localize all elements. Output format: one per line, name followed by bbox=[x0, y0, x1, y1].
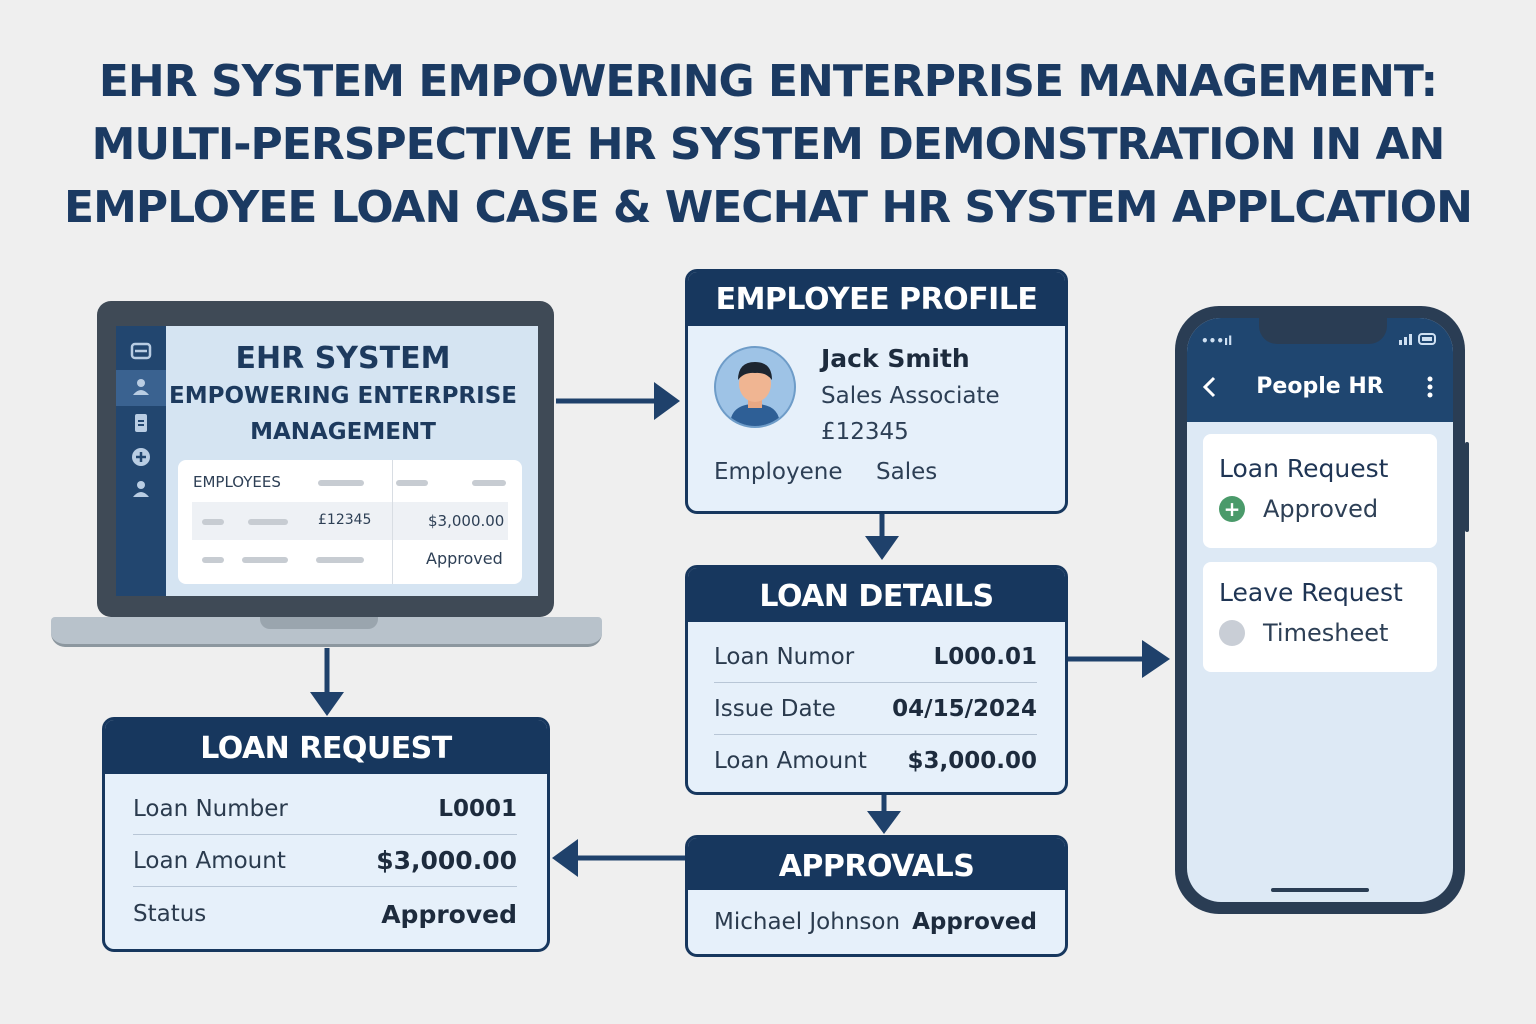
list-item-status-text: Approved bbox=[1263, 495, 1379, 523]
title-line-1: EHR SYSTEM EMPOWERING ENTERPRISE MANAGEM… bbox=[98, 56, 1438, 107]
menu-icon[interactable] bbox=[129, 340, 153, 364]
title-line-3: EMPLOYEE LOAN CASE & WECHAT HR SYSTEM AP… bbox=[64, 182, 1473, 233]
placeholder-bar bbox=[202, 557, 224, 563]
phone-frame: •••ıl People HR Loan Request + Approved … bbox=[1175, 306, 1469, 914]
employee-name: Jack Smith bbox=[821, 344, 970, 373]
arrow-head-details-to-approvals bbox=[867, 811, 901, 834]
table-cell-id[interactable]: £12345 bbox=[318, 512, 372, 528]
loan-details-value: $3,000.00 bbox=[907, 748, 1038, 774]
employee-department: Sales bbox=[876, 459, 938, 485]
loan-request-rows: Loan Number L0001 Loan Amount $3,000.00 … bbox=[105, 774, 547, 941]
approvals-header: APPROVALS bbox=[688, 838, 1065, 890]
title-line-2: MULTI-PERSPECTIVE HR SYSTEM DEMONSTRATIO… bbox=[91, 119, 1446, 170]
placeholder-bar bbox=[316, 557, 364, 563]
loan-details-header: LOAN DETAILS bbox=[688, 568, 1065, 622]
document-icon[interactable] bbox=[129, 412, 153, 436]
employees-table: EMPLOYEES £12345 $3,000.00 Approved bbox=[178, 460, 522, 584]
loan-details-row: Loan Numor L000.01 bbox=[714, 631, 1037, 683]
laptop-screen: EHR SYSTEM EMPOWERING ENTERPRISE MANAGEM… bbox=[116, 326, 538, 596]
arrow-head-laptop-to-profile bbox=[654, 382, 680, 420]
table-cell-amount[interactable]: $3,000.00 bbox=[428, 512, 505, 530]
laptop-title-line-2: EMPOWERING ENTERPRISE bbox=[169, 383, 517, 409]
approvals-card: APPROVALS Michael Johnson Approved bbox=[685, 835, 1068, 957]
placeholder-bar bbox=[318, 480, 364, 486]
loan-request-label: Loan Number bbox=[133, 795, 288, 822]
list-item-status: Timesheet bbox=[1219, 619, 1437, 647]
placeholder-bar bbox=[248, 519, 288, 525]
add-icon[interactable] bbox=[129, 446, 153, 470]
user-icon[interactable] bbox=[129, 478, 153, 502]
arrow-head-details-to-phone bbox=[1142, 640, 1170, 678]
signal-icon: •••ıl bbox=[1201, 334, 1233, 348]
arrow-head-approvals-to-request bbox=[552, 839, 578, 877]
approval-status: Approved bbox=[912, 909, 1037, 935]
list-item-status: + Approved bbox=[1219, 495, 1437, 523]
leave-request-list-item[interactable]: Leave Request Timesheet bbox=[1203, 562, 1437, 672]
list-item-status-text: Timesheet bbox=[1263, 619, 1389, 647]
loan-request-label: Status bbox=[133, 901, 207, 927]
loan-details-card: LOAN DETAILS Loan Numor L000.01 Issue Da… bbox=[685, 565, 1068, 795]
phone-screen: •••ıl People HR Loan Request + Approved … bbox=[1187, 318, 1453, 902]
employee-profile-card: EMPLOYEE PROFILE Jack Smith Sales Associ… bbox=[685, 269, 1068, 514]
loan-request-list-item[interactable]: Loan Request + Approved bbox=[1203, 434, 1437, 548]
phone-notch bbox=[1259, 318, 1387, 344]
table-row-highlight bbox=[192, 502, 508, 540]
phone-app-title: People HR bbox=[1256, 374, 1384, 399]
placeholder-bar bbox=[202, 519, 224, 525]
phone-app-header: •••ıl People HR bbox=[1187, 318, 1453, 422]
approver-name: Michael Johnson bbox=[714, 909, 901, 935]
placeholder-bar bbox=[472, 480, 506, 486]
table-header-employees: EMPLOYEES bbox=[193, 473, 281, 491]
table-cell-status[interactable]: Approved bbox=[426, 549, 503, 568]
home-indicator[interactable] bbox=[1271, 888, 1369, 892]
loan-details-label: Issue Date bbox=[714, 695, 836, 722]
sidebar-active-highlight bbox=[116, 370, 166, 406]
arrow-head-profile-to-details bbox=[865, 536, 899, 560]
battery-icon bbox=[1399, 332, 1439, 349]
loan-request-label: Loan Amount bbox=[133, 847, 286, 874]
loan-request-value: Approved bbox=[381, 899, 517, 929]
employee-type: Employene bbox=[714, 459, 843, 485]
loan-details-rows: Loan Numor L000.01 Issue Date 04/15/2024… bbox=[688, 622, 1065, 787]
laptop-title-line-3: MANAGEMENT bbox=[250, 419, 436, 445]
approvals-row: Michael Johnson Approved bbox=[688, 890, 1065, 954]
arrow-head-laptop-to-request bbox=[310, 692, 344, 716]
person-icon bbox=[730, 362, 780, 426]
page-title: EHR SYSTEM EMPOWERING ENTERPRISE MANAGEM… bbox=[0, 50, 1536, 239]
laptop-title-line-1: EHR SYSTEM bbox=[235, 341, 451, 376]
loan-details-label: Loan Amount bbox=[714, 748, 867, 774]
approved-plus-icon: + bbox=[1219, 496, 1245, 522]
loan-request-header: LOAN REQUEST bbox=[105, 720, 547, 774]
loan-request-row: Status Approved bbox=[133, 887, 517, 941]
list-item-title: Leave Request bbox=[1219, 578, 1403, 607]
employee-role: Sales Associate bbox=[821, 383, 1000, 409]
back-icon[interactable] bbox=[1199, 372, 1221, 402]
placeholder-bar bbox=[396, 480, 428, 486]
avatar bbox=[714, 346, 796, 428]
employee-profile-header: EMPLOYEE PROFILE bbox=[688, 272, 1065, 326]
employee-profile-body: Jack Smith Sales Associate £12345 Employ… bbox=[688, 326, 1065, 511]
loan-details-row: Loan Amount $3,000.00 bbox=[714, 735, 1037, 787]
loan-request-row: Loan Number L0001 bbox=[133, 783, 517, 835]
loan-request-value: $3,000.00 bbox=[376, 846, 517, 875]
loan-request-value: L0001 bbox=[438, 795, 517, 822]
loan-details-row: Issue Date 04/15/2024 bbox=[714, 683, 1037, 735]
user-icon[interactable] bbox=[129, 376, 153, 400]
list-item-title: Loan Request bbox=[1219, 454, 1389, 483]
table-divider bbox=[392, 460, 393, 584]
pending-circle-icon bbox=[1219, 620, 1245, 646]
loan-details-value: L000.01 bbox=[933, 643, 1037, 670]
loan-request-card: LOAN REQUEST Loan Number L0001 Loan Amou… bbox=[102, 717, 550, 952]
phone-side-button bbox=[1465, 442, 1469, 532]
loan-details-label: Loan Numor bbox=[714, 643, 855, 670]
laptop-trackpad-notch bbox=[260, 617, 378, 629]
more-options-icon[interactable] bbox=[1425, 374, 1435, 400]
laptop-app-title: EHR SYSTEM EMPOWERING ENTERPRISE MANAGEM… bbox=[166, 340, 520, 450]
loan-request-row: Loan Amount $3,000.00 bbox=[133, 835, 517, 887]
loan-details-value: 04/15/2024 bbox=[892, 695, 1037, 722]
employee-id: £12345 bbox=[821, 419, 909, 445]
placeholder-bar bbox=[242, 557, 288, 563]
laptop-sidebar bbox=[116, 326, 166, 596]
